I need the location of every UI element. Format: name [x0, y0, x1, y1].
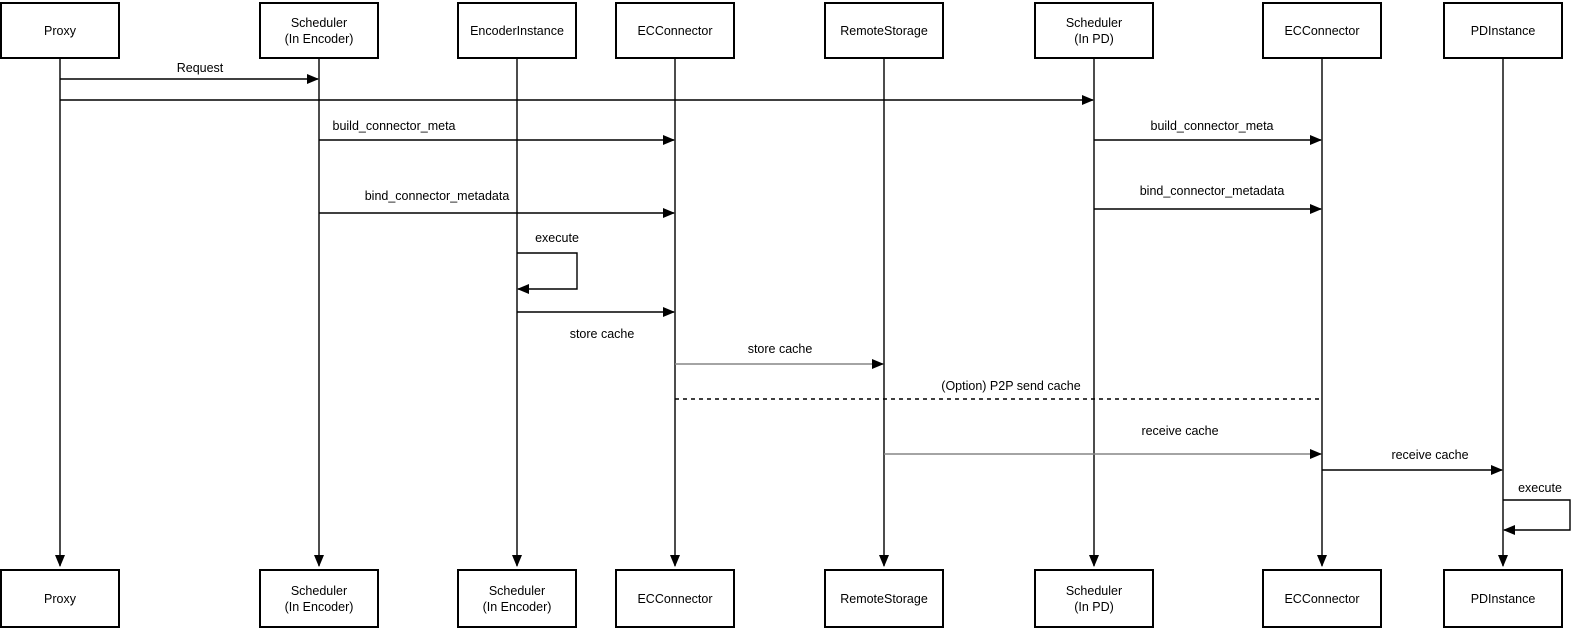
message-label-bind-connector-metadata-pd: bind_connector_metadata [1140, 184, 1285, 198]
actor-top-label-encoder-instance: EncoderInstance [470, 24, 564, 38]
actor-top-encoder-instance: EncoderInstance [457, 2, 577, 59]
self-loop-execute-pd [1503, 499, 1571, 535]
actor-top-scheduler-pd: Scheduler(In PD) [1034, 2, 1154, 59]
actor-bottom-label-remote-storage: RemoteStorage [840, 592, 928, 606]
actor-top-label-pd-instance: PDInstance [1471, 24, 1536, 38]
message-label-build-connector-meta-encoder: build_connector_meta [333, 119, 456, 133]
actor-top-label-ec-connector-pd: ECConnector [1284, 24, 1359, 38]
self-loop-label-execute-pd: execute [1518, 481, 1562, 495]
actor-top-remote-storage: RemoteStorage [824, 2, 944, 59]
actor-top-box-ec-connector-pd [1262, 2, 1382, 59]
actor-bottom-scheduler-encoder: Scheduler(In Encoder) [259, 569, 379, 628]
actor-top-label-remote-storage: RemoteStorage [840, 24, 928, 38]
actor-bottom-label-ec-connector-pd: ECConnector [1284, 592, 1359, 606]
actor-bottom-scheduler-pd: Scheduler(In PD) [1034, 569, 1154, 628]
actor-bottom-box-ec-connector-encoder [615, 569, 735, 628]
actor-bottom-box-pd-instance [1443, 569, 1563, 628]
actor-bottom-label-pd-instance: PDInstance [1471, 592, 1536, 606]
actor-bottom-remote-storage: RemoteStorage [824, 569, 944, 628]
message-label-request: Request [177, 61, 224, 75]
actor-top-ec-connector-encoder: ECConnector [615, 2, 735, 59]
actor-bottom-box-ec-connector-pd [1262, 569, 1382, 628]
actor-top-ec-connector-pd: ECConnector [1262, 2, 1382, 59]
actor-bottom-label-proxy: Proxy [44, 592, 77, 606]
actor-bottom-box-scheduler-pd [1034, 569, 1154, 628]
actor-bottom-encoder-instance: Scheduler(In Encoder) [457, 569, 577, 628]
actor-bottom-box-scheduler-encoder [259, 569, 379, 628]
actor-top-box-ec-connector-encoder [615, 2, 735, 59]
message-label-store-cache-to-remotestorage: store cache [748, 342, 813, 356]
actor-bottom-label-ec-connector-encoder: ECConnector [637, 592, 712, 606]
actor-bottom-box-encoder-instance [457, 569, 577, 628]
actor-top-proxy: Proxy [0, 2, 120, 59]
actor-top-label-ec-connector-encoder: ECConnector [637, 24, 712, 38]
actor-top-box-scheduler-encoder [259, 2, 379, 59]
actor-top-pd-instance: PDInstance [1443, 2, 1563, 59]
actor-top-box-remote-storage [824, 2, 944, 59]
actor-top-box-proxy [0, 2, 120, 59]
actor-bottom-box-proxy [0, 569, 120, 628]
actor-top-label-scheduler-encoder: Scheduler(In Encoder) [285, 16, 354, 46]
actor-bottom-box-remote-storage [824, 569, 944, 628]
actor-top-label-scheduler-pd: Scheduler(In PD) [1066, 16, 1122, 46]
actor-bottom-label-scheduler-pd: Scheduler(In PD) [1066, 584, 1122, 614]
actor-top-label-proxy: Proxy [44, 24, 77, 38]
actor-top-box-pd-instance [1443, 2, 1563, 59]
message-label-build-connector-meta-pd: build_connector_meta [1151, 119, 1274, 133]
actor-top-box-scheduler-pd [1034, 2, 1154, 59]
actor-bottom-ec-connector-encoder: ECConnector [615, 569, 735, 628]
actor-bottom-label-encoder-instance: Scheduler(In Encoder) [483, 584, 552, 614]
actor-bottom-pd-instance: PDInstance [1443, 569, 1563, 628]
message-label-store-cache-to-ecconnector: store cache [570, 327, 635, 341]
self-loop-execute-encoder [517, 252, 578, 294]
actor-top-box-encoder-instance [457, 2, 577, 59]
message-label-bind-connector-metadata-encoder: bind_connector_metadata [365, 189, 510, 203]
message-label-receive-cache-to-pdinstance: receive cache [1391, 448, 1468, 462]
self-loop-label-execute-encoder: execute [535, 231, 579, 245]
actor-top-scheduler-encoder: Scheduler(In Encoder) [259, 2, 379, 59]
message-label-receive-cache-to-ecconnector: receive cache [1141, 424, 1218, 438]
actor-bottom-ec-connector-pd: ECConnector [1262, 569, 1382, 628]
actor-bottom-proxy: Proxy [0, 569, 120, 628]
message-label-p2p-send-cache: (Option) P2P send cache [941, 379, 1080, 393]
actor-bottom-label-scheduler-encoder: Scheduler(In Encoder) [285, 584, 354, 614]
